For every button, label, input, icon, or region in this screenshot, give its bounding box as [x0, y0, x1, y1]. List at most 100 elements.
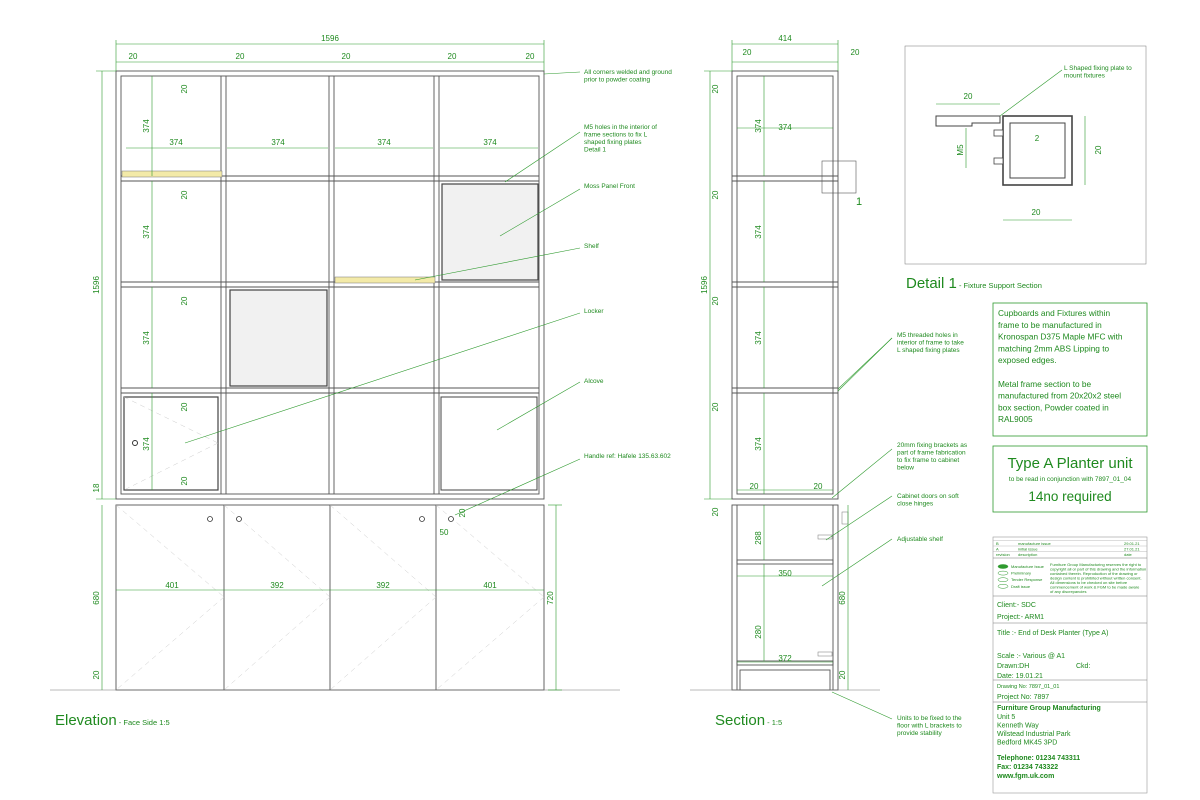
dimension-label: 20	[448, 52, 457, 61]
date: Date: 19.01.21	[997, 673, 1043, 680]
dimension-label: 372	[778, 654, 792, 663]
dimension-label: 50	[440, 528, 449, 537]
note-moss-panel: Moss Panel Front	[584, 183, 635, 190]
elevation-title: Elevation - Face Side 1:5	[55, 712, 170, 729]
status-leaf-icon	[997, 577, 1009, 582]
handle-icon	[207, 516, 213, 522]
dimension-label: 20	[711, 190, 720, 199]
dimension-label: 20	[458, 508, 467, 517]
dimension-label: 20	[180, 190, 189, 199]
dimension-label: 20	[711, 84, 720, 93]
dimension-label: 374	[754, 437, 763, 451]
dimension-label: 374	[377, 138, 391, 147]
unit-conjunction-note: to be read in conjunction with 7897_01_0…	[1009, 476, 1132, 483]
drawn-by: Drawn:DH	[997, 663, 1029, 670]
elevation-view	[50, 40, 620, 691]
dimension-label: 18	[92, 483, 101, 492]
dimension-label: 20	[180, 402, 189, 411]
status-option: Tender Response	[1011, 577, 1043, 582]
dimension-label: 20	[1032, 208, 1041, 217]
dimension-label: 20	[129, 52, 138, 61]
detail-marker-number: 1	[856, 196, 862, 208]
note-alcove: Alcove	[584, 378, 604, 385]
note-handle-ref: Handle ref: Hafele 135.63.602	[584, 453, 671, 460]
status-option: Draft issue	[1011, 584, 1031, 589]
dimension-label: 350	[778, 569, 792, 578]
revision-rev: B	[996, 541, 999, 546]
dimension-label: 374	[754, 331, 763, 345]
dimension-label: 20	[838, 670, 847, 679]
dimension-label: M5	[956, 144, 965, 156]
dimension-label: 20	[180, 296, 189, 305]
project-number: Project No: 7897	[997, 694, 1049, 701]
drawing-number: Drawing No: 7897_01_01	[997, 684, 1059, 690]
revision-date: date	[1124, 552, 1133, 557]
company-name: Furniture Group Manufacturing	[997, 705, 1101, 712]
dimension-label: 20	[526, 52, 535, 61]
copyright-disclaimer: Furniture Group Manufacturing reserves t…	[1050, 562, 1146, 594]
note-adjustable-shelf: Adjustable shelf	[897, 536, 943, 543]
unit-type-title: Type A Planter unit	[1007, 455, 1133, 472]
note-shelf: Shelf	[584, 243, 599, 250]
dimension-label: 374	[483, 138, 497, 147]
status-leaf-icon	[997, 564, 1009, 569]
status-option: Manufacture Issue	[1011, 564, 1045, 569]
dimension-label: 20	[92, 670, 101, 679]
dimension-label: 20	[180, 84, 189, 93]
dimension-label: 20	[814, 482, 823, 491]
moss-panel	[229, 289, 328, 387]
detail-1-view	[904, 45, 1147, 265]
dimension-label: 20	[964, 92, 973, 101]
shelf-panel	[334, 276, 436, 284]
dimension-label: 720	[546, 591, 555, 605]
section-view	[690, 40, 880, 691]
dimension-label: 20	[851, 48, 860, 57]
locker-door	[123, 396, 219, 491]
dimension-label: 20	[342, 52, 351, 61]
dimension-label: 374	[754, 225, 763, 239]
dimension-label: 392	[270, 581, 284, 590]
unit-quantity: 14no required	[1028, 489, 1111, 504]
status-option: Preliminary	[1011, 571, 1031, 576]
dimension-label: 1596	[321, 34, 339, 43]
status-leaf-icon	[997, 570, 1009, 576]
dimension-label: 20	[180, 476, 189, 485]
revision-desc: manufacture issue	[1018, 541, 1051, 546]
checked-by: Ckd:	[1076, 663, 1090, 670]
dimension-label: 374	[142, 331, 151, 345]
handle-icon	[448, 516, 454, 522]
dimension-label: 280	[754, 625, 763, 639]
moss-panel	[441, 183, 539, 281]
dimension-label: 1596	[92, 276, 101, 294]
dimension-label: 288	[754, 531, 763, 545]
scale: Scale :- Various @ A1	[997, 653, 1065, 660]
section-title: Section - 1:5	[715, 712, 782, 729]
dimension-label: 374	[142, 437, 151, 451]
telephone: Telephone: 01234 743311	[997, 755, 1080, 762]
dimension-label: 374	[142, 119, 151, 133]
leader-lines	[184, 69, 1063, 720]
dimension-label: 20	[711, 402, 720, 411]
revision-rev: A	[996, 547, 999, 552]
dimension-label: 374	[169, 138, 183, 147]
revision-date: 29.01.21	[1124, 541, 1140, 546]
note-locker: Locker	[584, 308, 604, 315]
dimension-label: 20	[743, 48, 752, 57]
handle-icon	[236, 516, 242, 522]
detail-title: Detail 1 - Fixture Support Section	[906, 275, 1042, 292]
detail-marker-box	[821, 160, 857, 194]
dimension-label: 20	[236, 52, 245, 61]
revision-rev: revision	[996, 552, 1010, 557]
client: Client:- SDC	[997, 602, 1036, 609]
dimension-label: 20	[1094, 145, 1103, 154]
status-leaf-icon	[997, 584, 1009, 589]
dimension-label: 20	[711, 296, 720, 305]
